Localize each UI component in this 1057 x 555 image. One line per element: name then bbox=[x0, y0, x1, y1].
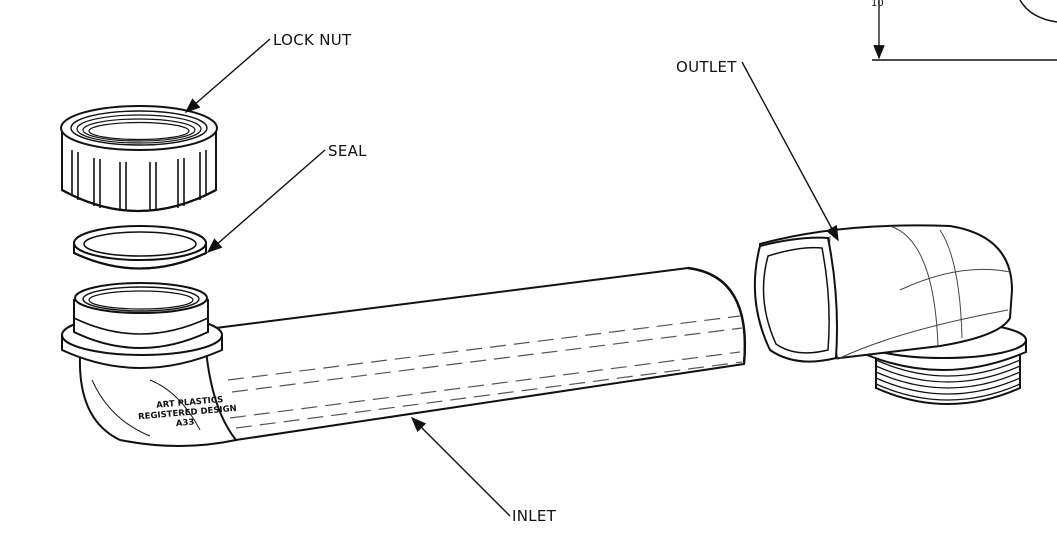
lock-nut-part bbox=[60, 105, 218, 212]
dimension-callout: 10 bbox=[871, 0, 1057, 61]
label-lock-nut-text: LOCK NUT bbox=[273, 31, 352, 49]
outlet-part bbox=[753, 224, 1027, 405]
label-inlet-text: INLET bbox=[512, 507, 557, 525]
seal-part bbox=[73, 225, 207, 270]
label-outlet-text: OUTLET bbox=[676, 58, 737, 76]
label-seal: SEAL bbox=[206, 142, 367, 254]
inlet-part bbox=[61, 266, 747, 447]
label-outlet: OUTLET bbox=[676, 58, 839, 242]
dimension-value: 10 bbox=[871, 0, 884, 9]
label-lock-nut: LOCK NUT bbox=[184, 31, 352, 114]
label-seal-text: SEAL bbox=[328, 142, 367, 160]
label-inlet: INLET bbox=[410, 416, 557, 525]
emboss-line-3: A33 bbox=[176, 418, 195, 430]
